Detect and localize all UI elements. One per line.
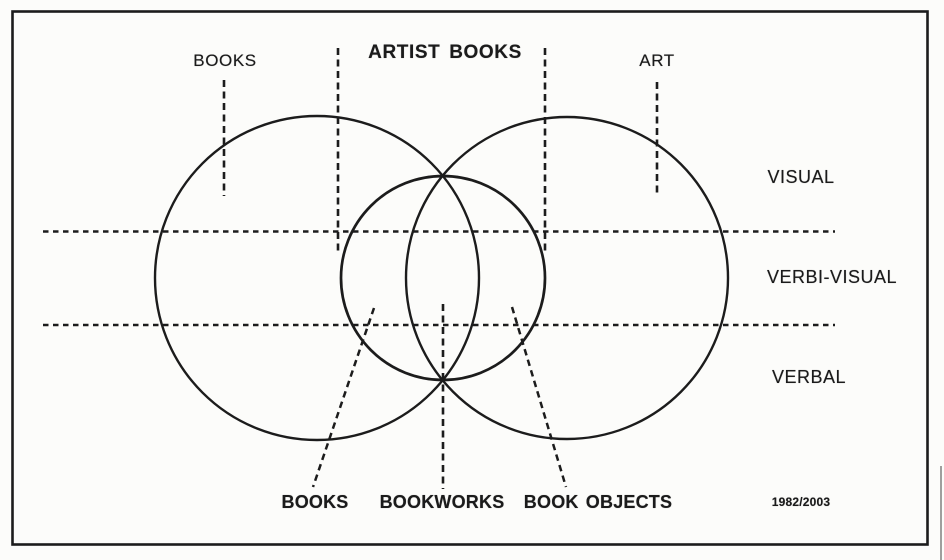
books-top-label: BOOKS <box>193 51 257 70</box>
books-bottom-leader-line <box>311 307 376 488</box>
bookworks-circle <box>339 174 547 382</box>
book-objects-label: BOOK OBJECTS <box>523 492 673 512</box>
verbi-visual-band-label: VERBI-VISUAL <box>766 267 898 287</box>
art-top-label: ART <box>639 51 675 70</box>
book-objects-leader-line <box>510 306 568 488</box>
verbal-band-label: VERBAL <box>771 367 847 387</box>
date-label: 1982/2003 <box>771 495 831 509</box>
books-circle <box>153 114 481 442</box>
diagram-title: ARTIST BOOKS <box>368 42 522 63</box>
art-circle <box>404 115 730 441</box>
visual-band-label: VISUAL <box>767 167 835 187</box>
outer-frame <box>11 10 929 546</box>
bookworks-label: BOOKWORKS <box>379 492 505 512</box>
books-bottom-label: BOOKS <box>281 492 349 512</box>
